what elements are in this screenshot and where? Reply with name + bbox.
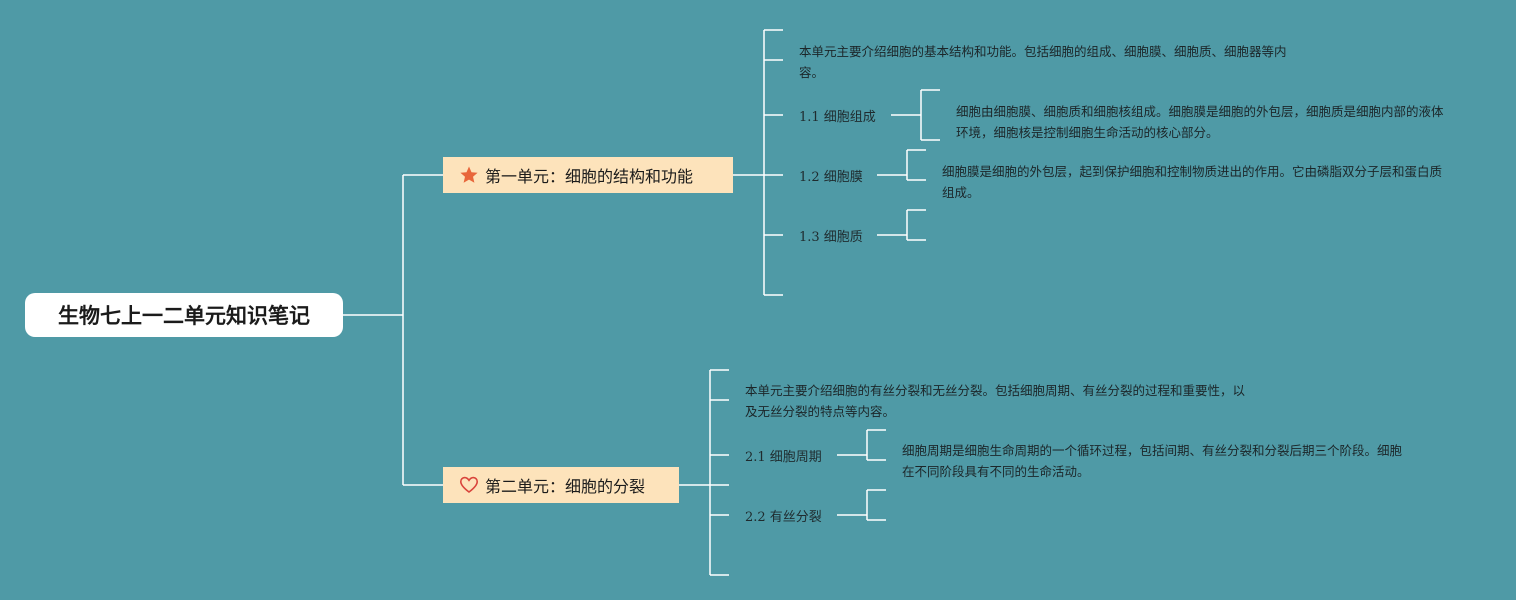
section-2-2-label: 有丝分裂 [769, 510, 822, 525]
section-1-1-label: 细胞组成 [823, 110, 876, 125]
root-node[interactable]: 生物七上一二单元知识笔记 [25, 293, 343, 337]
section-2-1-number: 2.1 [745, 450, 766, 465]
star-icon [459, 165, 479, 185]
unit-2-intro: 本单元主要介绍细胞的有丝分裂和无丝分裂。包括细胞周期、有丝分裂的过程和重要性，以… [745, 383, 1246, 419]
section-2-1-text: 细胞周期是细胞生命周期的一个循环过程，包括间期、有丝分裂和分裂后期三个阶段。细胞… [902, 443, 1403, 479]
root-title: 生物七上一二单元知识笔记 [58, 304, 310, 328]
section-1-2-label: 细胞膜 [823, 170, 863, 185]
section-2-1-label: 细胞周期 [769, 450, 822, 465]
unit-1-node[interactable]: 第一单元：细胞的结构和功能 [443, 157, 733, 193]
section-1-3-label: 细胞质 [823, 230, 863, 245]
heart-icon [459, 475, 479, 495]
unit-2-node[interactable]: 第二单元：细胞的分裂 [443, 467, 679, 503]
unit-2-title: 第二单元：细胞的分裂 [485, 477, 646, 496]
section-1-2-text: 细胞膜是细胞的外包层，起到保护细胞和控制物质进出的作用。它由磷脂双分子层和蛋白质… [942, 164, 1443, 200]
section-2-2-number: 2.2 [745, 510, 766, 525]
unit-1-intro: 本单元主要介绍细胞的基本结构和功能。包括细胞的组成、细胞膜、细胞质、细胞器等内容… [799, 44, 1287, 80]
section-1-2-number: 1.2 [799, 170, 820, 185]
unit-1-title: 第一单元：细胞的结构和功能 [485, 167, 694, 186]
section-1-3-number: 1.3 [799, 230, 820, 245]
section-1-1-text: 细胞由细胞膜、细胞质和细胞核组成。细胞膜是细胞的外包层，细胞质是细胞内部的液体环… [956, 104, 1444, 140]
section-1-1-number: 1.1 [799, 110, 820, 125]
